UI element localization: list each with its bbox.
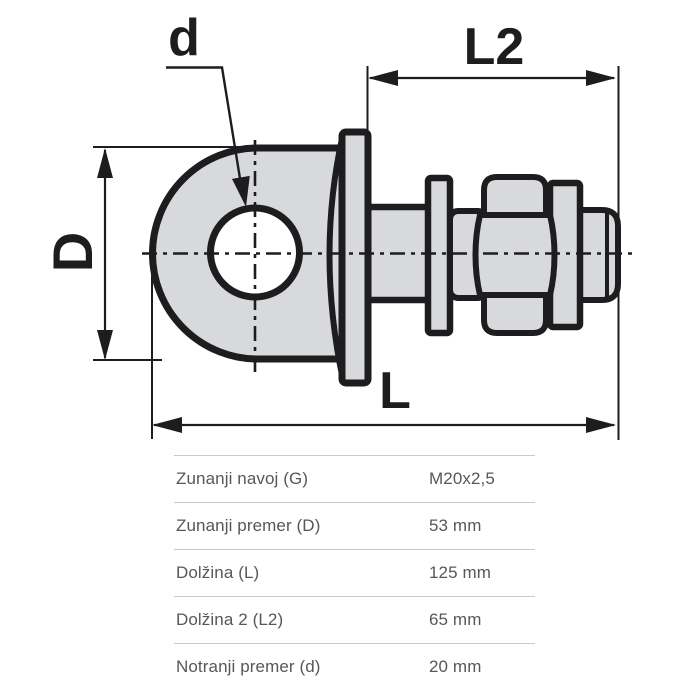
spec-value: 20 mm bbox=[429, 657, 482, 676]
arrowhead-right-icon bbox=[586, 70, 616, 86]
dimension-L: L bbox=[151, 255, 616, 439]
flange-fillet-curve bbox=[326, 133, 346, 381]
washer-1 bbox=[424, 174, 454, 337]
mounting-flange bbox=[338, 128, 372, 387]
spec-value: 125 mm bbox=[429, 563, 492, 582]
spec-value: M20x2,5 bbox=[429, 469, 495, 488]
spec-label: Notranji premer (d) bbox=[176, 657, 321, 676]
spec-value: 65 mm bbox=[429, 610, 482, 629]
arrowhead-left-icon bbox=[152, 417, 182, 433]
arrowhead-left-icon bbox=[368, 70, 398, 86]
spec-label: Dolžina 2 (L2) bbox=[176, 610, 284, 629]
hex-nut-top-face bbox=[481, 174, 549, 222]
arrowhead-down-icon bbox=[97, 330, 113, 360]
label-outer-diameter: D bbox=[41, 232, 104, 272]
spec-row: Notranji premer (d) 20 mm bbox=[174, 643, 535, 690]
spec-label: Zunanji navoj (G) bbox=[176, 469, 309, 488]
hex-nut-bottom-face bbox=[481, 288, 549, 336]
label-inner-diameter: d bbox=[168, 9, 200, 67]
label-length: L bbox=[379, 362, 411, 420]
arrowhead-up-icon bbox=[97, 148, 113, 178]
spec-label: Zunanji premer (D) bbox=[176, 516, 321, 535]
spec-value: 53 mm bbox=[429, 516, 482, 535]
leader-d: d bbox=[166, 9, 250, 207]
threaded-tip bbox=[575, 207, 621, 303]
spec-row: Zunanji premer (D) 53 mm bbox=[174, 502, 535, 549]
technical-drawing: D L2 L d bbox=[41, 9, 632, 440]
label-length2: L2 bbox=[464, 18, 525, 76]
spec-label: Dolžina (L) bbox=[176, 563, 260, 582]
arrowhead-right-icon bbox=[586, 417, 616, 433]
bore-hole bbox=[207, 204, 303, 301]
spec-table: Zunanji navoj (G) M20x2,5 Zunanji premer… bbox=[174, 455, 535, 690]
spec-row: Dolžina 2 (L2) 65 mm bbox=[174, 596, 535, 643]
spec-row: Dolžina (L) 125 mm bbox=[174, 549, 535, 596]
spec-row: Zunanji navoj (G) M20x2,5 bbox=[174, 455, 535, 502]
arrowhead-leader-icon bbox=[232, 175, 250, 207]
dimension-L2: L2 bbox=[366, 18, 620, 440]
hex-nut-middle-face bbox=[472, 212, 558, 298]
dimension-D: D bbox=[41, 146, 257, 361]
